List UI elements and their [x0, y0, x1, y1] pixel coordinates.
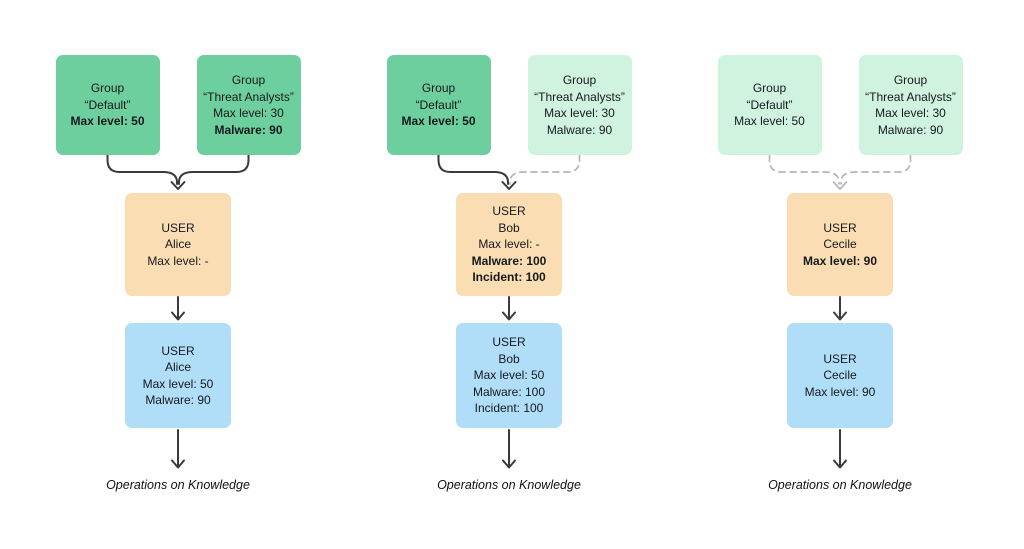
- box-line: “Default”: [84, 97, 131, 112]
- arrowhead-icon: [833, 459, 847, 469]
- box-line: USER: [492, 335, 526, 350]
- box-line: Max level: 50: [142, 376, 214, 391]
- box-line: Group: [90, 81, 125, 96]
- box-line: “Threat Analysts”: [534, 89, 625, 104]
- box-line: Alice: [164, 237, 191, 252]
- arrowhead-icon: [502, 311, 516, 321]
- box-line: Group: [562, 73, 597, 87]
- box-line: Max level: 90: [802, 253, 878, 268]
- box-line: “Threat Analysts”: [865, 89, 956, 104]
- group-box-default: Group“Default” Max level: 50: [386, 55, 491, 155]
- box-line: Group: [752, 81, 787, 96]
- box-line: Incident: 100: [472, 270, 546, 285]
- operations-label: Operations on Knowledge: [437, 478, 581, 492]
- merge-link-right: [178, 155, 250, 185]
- box-line: Max level: 50: [734, 114, 805, 129]
- box-line: USER: [823, 351, 857, 366]
- box-line: USER: [823, 220, 857, 235]
- box-line: Bob: [498, 220, 520, 235]
- box-line: Max level: 50: [70, 114, 145, 129]
- down-arrow: [833, 296, 847, 321]
- down-arrow: [833, 429, 847, 469]
- arrowhead-icon: [833, 311, 847, 321]
- box-line: Max level: -: [478, 237, 540, 252]
- operations-label: Operations on Knowledge: [106, 478, 250, 492]
- box-line: Max level: 90: [804, 384, 876, 399]
- arrowhead-icon: [171, 311, 185, 321]
- merge-arrow: [768, 155, 912, 190]
- group-row: Group“Default”Max level: 50 Group“Threat…: [55, 55, 301, 155]
- merge-link-right: [840, 155, 912, 185]
- down-arrow: [171, 429, 185, 469]
- group-box-default: Group“Default” Max level: 50: [55, 55, 160, 155]
- column-cecile: Group“Default”Max level: 50 Group“Threat…: [675, 0, 1005, 492]
- box-line: Max level: 30: [544, 106, 615, 120]
- box-line: Max level: 50: [473, 368, 545, 383]
- box-line: Group: [421, 81, 456, 96]
- box-line: Malware: 100: [472, 384, 546, 399]
- merge-arrow: [106, 155, 250, 190]
- box-line: Max level: 50: [401, 114, 476, 129]
- group-box-default: Group“Default” Max level: 50: [717, 55, 822, 155]
- box-line: USER: [161, 220, 195, 235]
- box-line: “Threat Analysts”: [203, 89, 294, 104]
- group-row: Group“Default”Max level: 50 Group“Threat…: [386, 55, 632, 155]
- box-line: Malware: 90: [877, 122, 944, 137]
- box-line: Malware: 100: [471, 253, 547, 268]
- column-bob: Group“Default”Max level: 50 Group“Threat…: [344, 0, 674, 492]
- merge-link-right: [509, 155, 581, 185]
- box-line: Max level: 30: [875, 106, 946, 120]
- merge-arrow: [437, 155, 581, 190]
- box-line: Group: [231, 73, 266, 87]
- box-line: Cecile: [823, 237, 857, 252]
- box-line: Malware: 90: [145, 393, 211, 407]
- box-line: Max level: 30: [213, 106, 284, 120]
- group-row: Group“Default”Max level: 50 Group“Threat…: [717, 55, 963, 155]
- box-line: “Default”: [415, 97, 462, 112]
- arrowhead-icon: [832, 181, 848, 190]
- arrowhead-icon: [171, 459, 185, 469]
- box-line: Group: [893, 73, 928, 87]
- down-arrow: [171, 296, 185, 321]
- merge-link-left: [768, 155, 840, 185]
- merge-link-left: [106, 155, 178, 185]
- arrowhead-icon: [170, 181, 186, 190]
- box-line: Max level: -: [147, 253, 209, 268]
- box-line: Bob: [498, 351, 520, 366]
- operations-label: Operations on Knowledge: [768, 478, 912, 492]
- group-box-threat-analysts: Group “Threat Analysts” Max level: 30 Malwa…: [858, 55, 963, 155]
- group-box-threat-analysts: Group “Threat Analysts” Max level: 30 Malwa…: [196, 55, 301, 155]
- column-alice: Group“Default”Max level: 50 Group“Threat…: [13, 0, 343, 492]
- merge-link-left: [437, 155, 509, 185]
- down-arrow: [502, 429, 516, 469]
- box-line: Alice: [164, 360, 191, 374]
- box-line: Incident: 100: [474, 401, 544, 416]
- arrowhead-icon: [502, 459, 516, 469]
- box-line: USER: [492, 204, 526, 219]
- box-line: “Default”: [746, 97, 793, 112]
- box-line: USER: [161, 343, 195, 358]
- group-box-threat-analysts: Group “Threat Analysts” Max level: 30 Malwa…: [527, 55, 632, 155]
- box-line: Cecile: [823, 368, 857, 383]
- arrowhead-icon: [501, 181, 517, 190]
- box-line: Malware: 90: [546, 122, 613, 137]
- down-arrow: [502, 296, 516, 321]
- box-line: Malware: 90: [214, 122, 283, 137]
